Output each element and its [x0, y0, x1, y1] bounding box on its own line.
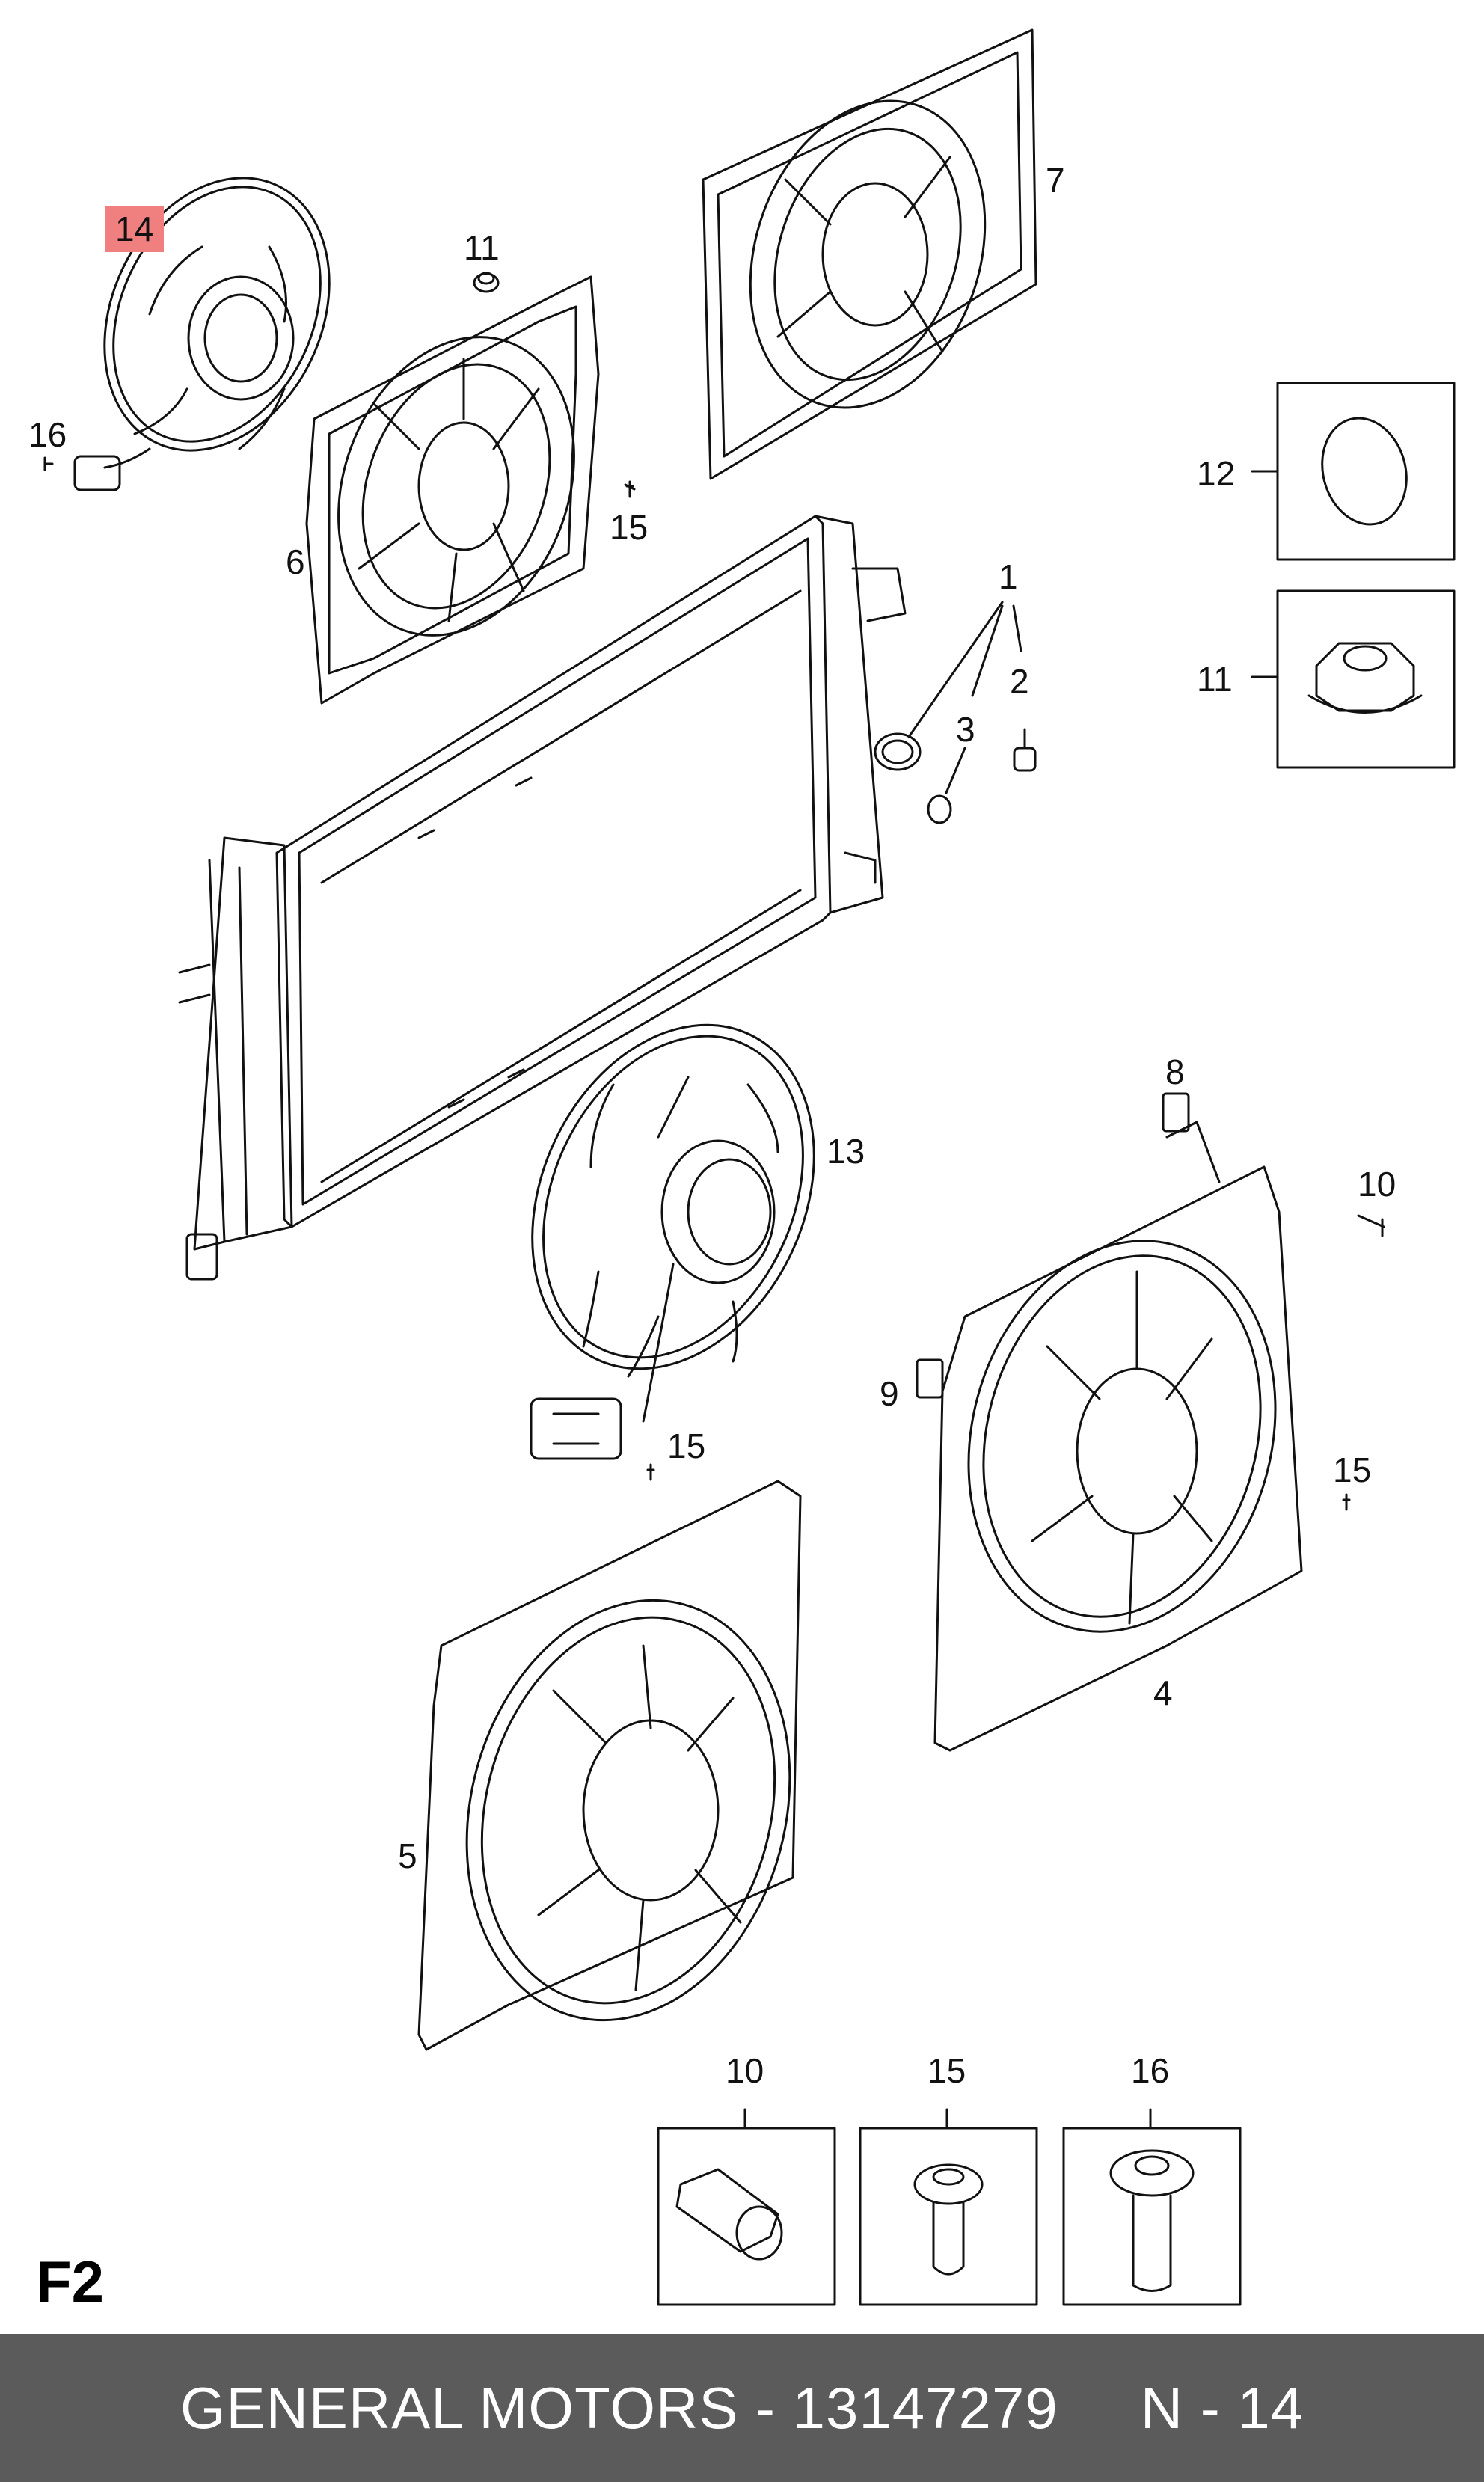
callout-15-mid: 15 — [667, 1427, 706, 1465]
inset-box-part-15 — [859, 2108, 1038, 2306]
callout-11: 11 — [464, 228, 500, 267]
callout-15-inset: 15 — [927, 2051, 966, 2090]
clip-part-9 — [916, 1358, 944, 1399]
callout-7: 7 — [1046, 161, 1065, 200]
clip-part-8 — [1162, 1092, 1190, 1133]
callout-11-inset: 11 — [1197, 660, 1233, 699]
footer-bar: GENERAL MOTORS - 13147279 N - 14 — [0, 2334, 1484, 2482]
footer-part-number: GENERAL MOTORS - 13147279 — [180, 2374, 1058, 2441]
bolt-small-part-10-right — [1357, 1214, 1385, 1237]
callout-9: 9 — [880, 1374, 899, 1413]
callout-10-inset: 10 — [726, 2051, 764, 2090]
footer-text: GENERAL MOTORS - 13147279 N - 14 — [180, 2374, 1304, 2442]
callout-2: 2 — [1010, 662, 1029, 701]
inset-box-part-10 — [657, 2108, 836, 2306]
plug-part-2 — [1013, 728, 1037, 772]
fan-part-14 — [43, 177, 331, 491]
callout-12: 12 — [1197, 454, 1236, 493]
callout-16: 16 — [28, 415, 67, 454]
section-label: F2 — [36, 2249, 105, 2314]
nut-small-part-11 — [473, 272, 500, 293]
callout-5: 5 — [398, 1836, 417, 1875]
inset-box-part-11 — [1251, 589, 1456, 769]
screw-small-part-15-right — [1342, 1493, 1351, 1511]
callout-1: 1 — [999, 557, 1018, 596]
fan-motor-part-13 — [530, 1023, 815, 1460]
seal-ring-part-3 — [927, 747, 966, 824]
hose-fitting-part-1 — [874, 601, 1022, 771]
exploded-parts-diagram: 14 16 11 15 6 7 12 11 1 2 3 8 10 13 9 15… — [28, 28, 1456, 2306]
fan-shroud-part-6 — [305, 275, 600, 705]
callout-4: 4 — [1153, 1673, 1173, 1712]
inset-box-part-12 — [1251, 382, 1456, 561]
fan-shroud-part-5 — [417, 1480, 802, 2051]
radiator — [178, 515, 907, 1281]
screw-small-part-15-mid — [646, 1463, 655, 1481]
footer-position: N - 14 — [1140, 2374, 1304, 2441]
callout-14: 14 — [105, 206, 165, 252]
callout-3: 3 — [956, 710, 975, 749]
fan-shroud-part-4 — [933, 1121, 1303, 1752]
inset-box-part-16 — [1062, 2108, 1242, 2306]
fan-shroud-part-7 — [702, 28, 1037, 480]
callout-8: 8 — [1165, 1052, 1185, 1091]
callout-15-right: 15 — [1333, 1450, 1372, 1489]
callout-6: 6 — [286, 542, 305, 581]
callout-16-inset: 16 — [1131, 2051, 1170, 2090]
callout-10: 10 — [1358, 1165, 1396, 1204]
screw-small-part-15-top — [624, 480, 636, 498]
callout-13: 13 — [827, 1132, 865, 1171]
callout-15: 15 — [610, 508, 649, 547]
